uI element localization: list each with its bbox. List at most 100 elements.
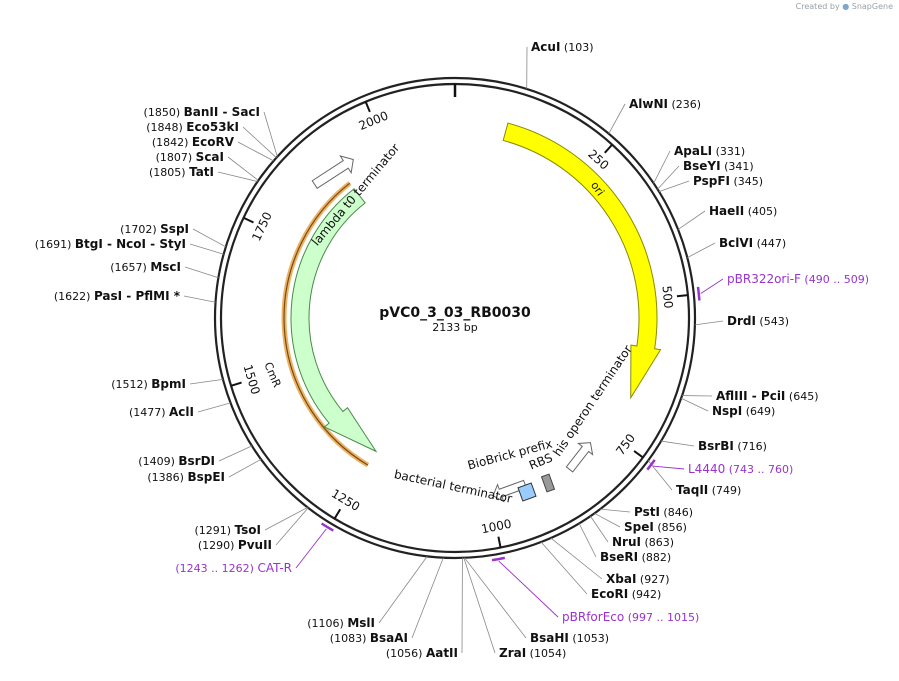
enzyme-label-ecori[interactable]: EcoRI (942): [591, 587, 661, 601]
enzyme-leader-line: [379, 556, 427, 623]
enzyme-label-bsrbi[interactable]: BsrBI (716): [698, 439, 767, 453]
branding-app: SnapGene: [852, 2, 893, 11]
tick-label: 1750: [249, 210, 275, 244]
enzyme-label-tati[interactable]: (1805) TatI: [149, 165, 214, 179]
tick-label: 750: [613, 431, 638, 458]
enzyme-leader-line: [464, 558, 495, 653]
enzyme-leader-line: [695, 321, 723, 325]
enzyme-label-bpmi[interactable]: (1512) BpmI: [111, 377, 186, 391]
tick-mark: [677, 295, 688, 296]
enzyme-leader-line: [590, 516, 608, 542]
enzyme-label-tsoi[interactable]: (1291) TsoI: [194, 523, 261, 537]
enzyme-leader-line: [198, 403, 231, 412]
enzyme-label-psti[interactable]: PstI (846): [634, 505, 693, 519]
tick-label: 1000: [480, 517, 513, 537]
enzyme-label-bspei[interactable]: (1386) BspEI: [147, 470, 225, 484]
enzyme-leader-line: [687, 243, 715, 258]
plasmid-length: 2133 bp: [432, 321, 477, 334]
enzyme-label-nrui[interactable]: NruI (863): [612, 535, 674, 549]
enzyme-label-drdi[interactable]: DrdI (543): [727, 314, 789, 328]
enzyme-leader-line: [218, 172, 258, 182]
enzyme-leader-line: [190, 244, 224, 254]
enzyme-label-scai[interactable]: (1807) ScaI: [156, 150, 224, 164]
enzyme-label-acli[interactable]: (1477) AclI: [129, 405, 194, 419]
primer-leader-line: [653, 466, 684, 469]
enzyme-label-zrai[interactable]: ZraI (1054): [499, 646, 566, 660]
feature-bacterial-terminator-label: bacterial terminator: [393, 467, 514, 506]
enzyme-label-banii-saci[interactable]: (1850) BanII - SacI: [144, 105, 260, 119]
enzymes-layer: AcuI (103) AlwNI (236) ApaLI (331)BseYI (3…: [35, 40, 819, 660]
feature-cmr-label: CmR: [261, 360, 283, 389]
enzyme-label-alwni[interactable]: AlwNI (236): [629, 97, 701, 111]
enzyme-label-bclvi[interactable]: BclVI (447): [719, 236, 786, 250]
enzyme-label-bsahi[interactable]: BsaHI (1053): [530, 631, 609, 645]
primer-label-pbr322ori-f[interactable]: pBR322ori-F (490 .. 509): [727, 272, 869, 286]
feature-ori-arrow[interactable]: [503, 123, 660, 398]
plasmid-name: pVC0_3_03_RB0030: [379, 305, 531, 321]
primer-label-cat-r[interactable]: (1243 .. 1262) CAT-R: [175, 561, 292, 575]
enzyme-leader-line: [681, 398, 708, 411]
enzyme-leader-line: [661, 441, 694, 446]
enzyme-leader-line: [276, 508, 308, 545]
enzyme-label-pspfi[interactable]: PspFI (345): [693, 174, 763, 188]
enzyme-label-ecorv[interactable]: (1842) EcoRV: [152, 135, 235, 149]
enzyme-leader-line: [678, 211, 705, 229]
snapgene-logo-icon: ●: [842, 2, 849, 11]
enzyme-label-pasi-pflmi[interactable]: (1622) PasI - PflMI *: [54, 289, 181, 303]
enzyme-label-taqii[interactable]: TaqII (749): [676, 483, 741, 497]
enzyme-label-eco53ki[interactable]: (1848) Eco53kI: [146, 120, 239, 134]
feature-rbs-box[interactable]: [542, 474, 555, 492]
enzyme-label-afliii-pcii[interactable]: AflIII - PciI (645): [716, 389, 818, 403]
tick-label: 1500: [240, 363, 262, 396]
enzyme-label-apali[interactable]: ApaLI (331): [674, 144, 745, 158]
enzyme-leader-line: [265, 507, 308, 530]
enzyme-label-msci[interactable]: (1657) MscI: [110, 260, 181, 274]
enzyme-leader-line: [228, 157, 258, 180]
enzyme-leader-line: [412, 558, 443, 638]
primer-leader-line: [701, 279, 723, 293]
enzyme-label-bseri[interactable]: BseRI (882): [600, 550, 671, 564]
enzyme-label-sspi[interactable]: (1702) SspI: [120, 222, 189, 236]
enzyme-leader-line: [219, 446, 252, 461]
branding: Created by ● SnapGene: [796, 2, 893, 11]
enzyme-leader-line: [184, 296, 216, 302]
enzyme-leader-line: [579, 523, 596, 557]
enzyme-leader-line: [551, 538, 602, 579]
tick-label: 500: [659, 285, 675, 309]
enzyme-label-bsrdi[interactable]: (1409) BsrDI: [138, 454, 215, 468]
primer-leader-line: [296, 529, 326, 568]
feature-lambda-t0-terminator-arrow[interactable]: [309, 151, 358, 193]
enzyme-label-pvuii[interactable]: (1290) PvuII: [198, 538, 272, 552]
primer-label-l4440[interactable]: L4440 (743 .. 760): [688, 462, 793, 476]
enzyme-label-spei[interactable]: SpeI (856): [624, 520, 687, 534]
enzyme-leader-line: [264, 112, 277, 157]
tick-mark: [335, 509, 341, 518]
enzyme-leader-line: [185, 267, 218, 278]
enzyme-leader-line: [229, 459, 261, 477]
enzyme-label-bsaai[interactable]: (1083) BsaAI: [330, 631, 408, 645]
enzyme-label-acui[interactable]: AcuI (103): [531, 40, 594, 54]
enzyme-label-nspi[interactable]: NspI (649): [712, 404, 775, 418]
tick-label: 2000: [357, 108, 391, 133]
enzyme-leader-line: [541, 542, 587, 594]
feature-lambda-t0-terminator-arrow-shape: [309, 151, 358, 193]
enzyme-label-haeii[interactable]: HaeII (405): [709, 204, 777, 218]
enzyme-label-xbai[interactable]: XbaI (927): [606, 572, 669, 586]
enzyme-leader-line: [193, 229, 226, 247]
primer-arc-pbr322ori-f: [698, 287, 699, 301]
enzyme-label-bseyi[interactable]: BseYI (341): [683, 159, 754, 173]
branding-created-by: Created by: [796, 2, 840, 11]
primer-label-pbrforeco[interactable]: pBRforEco (997 .. 1015): [562, 610, 699, 624]
enzyme-leader-line: [238, 142, 274, 161]
enzyme-label-aatii[interactable]: (1056) AatII: [386, 646, 458, 660]
enzyme-label-btgi-ncoi-styi[interactable]: (1691) BtgI - NcoI - StyI: [35, 237, 186, 251]
primer-arc-pbrforeco: [492, 558, 505, 560]
feature-lambda-t0-terminator-label: lambda t0 terminator: [309, 141, 402, 249]
enzyme-label-msli[interactable]: (1106) MslI: [307, 616, 375, 630]
enzyme-leader-line: [594, 513, 620, 527]
enzyme-leader-line: [465, 558, 526, 638]
tick-mark: [605, 145, 612, 153]
tick-mark: [498, 537, 500, 548]
